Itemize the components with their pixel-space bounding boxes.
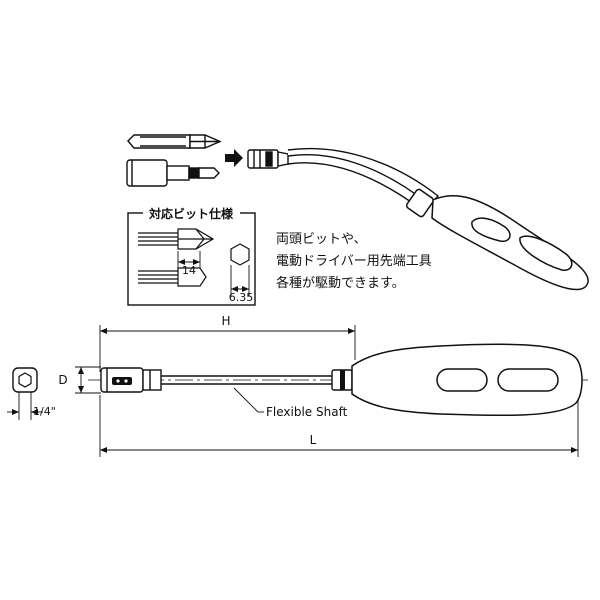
socket-head <box>100 367 162 393</box>
dimension-h: H <box>99 314 356 372</box>
spec-bit-drawing <box>138 228 215 287</box>
hex-shape <box>230 243 250 266</box>
socket-end-view <box>7 367 43 420</box>
flexible-shaft-callout: Flexible Shaft <box>233 387 348 419</box>
dim-l-label: L <box>310 433 317 447</box>
flex-shaft-detail-drawing <box>247 147 440 213</box>
handle <box>351 343 583 417</box>
dimension-l: L <box>99 395 579 457</box>
ferrule <box>331 369 353 391</box>
dimension-d: D <box>58 366 101 394</box>
spec-box: 対応ビット仕様 14 6.35 <box>127 206 256 306</box>
spec-box-title: 対応ビット仕様 <box>148 206 234 221</box>
dim-hex-label: 6.35 <box>229 291 254 304</box>
socket-bit-drawing <box>126 159 220 187</box>
description-line-2: 電動ドライバー用先端工具 <box>276 254 432 269</box>
flexible-shaft <box>161 375 332 385</box>
description-line-3: 各種が駆動できます。 <box>276 276 405 291</box>
drive-size-label: 1/4" <box>33 405 56 418</box>
double-end-bit-drawing <box>127 134 222 149</box>
arrow-right-icon <box>225 149 243 167</box>
dim-d-label: D <box>58 373 67 387</box>
dim-h-label: H <box>221 314 230 328</box>
flexible-shaft-label: Flexible Shaft <box>266 405 348 419</box>
small-handle-drawing <box>405 188 589 291</box>
description-line-1: 両頭ビットや、 <box>276 232 367 247</box>
dim-14-label: 14 <box>182 264 196 277</box>
